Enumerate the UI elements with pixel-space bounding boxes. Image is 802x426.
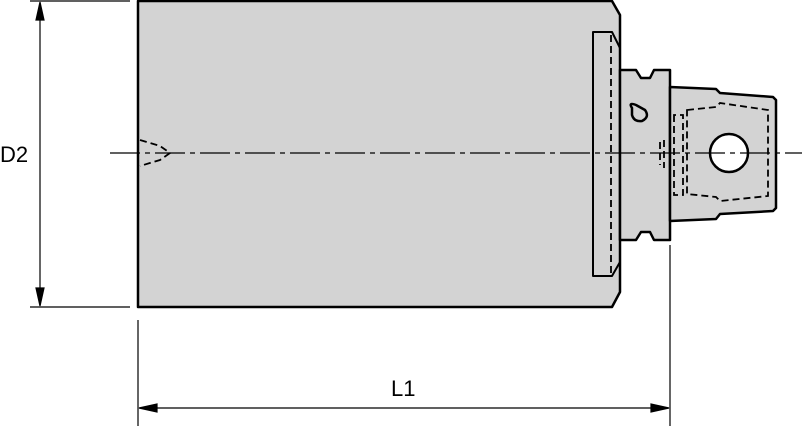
l1-arrow-left bbox=[138, 403, 158, 413]
l1-label: L1 bbox=[391, 376, 415, 401]
hidden-shank-bore bbox=[686, 102, 769, 202]
l1-arrow-right bbox=[650, 403, 670, 413]
d2-arrow-top bbox=[35, 1, 45, 21]
main-body bbox=[136, 0, 622, 309]
flange bbox=[592, 31, 621, 277]
drive-key bbox=[629, 102, 649, 123]
d2-label: D2 bbox=[0, 142, 28, 167]
d2-arrow-bottom bbox=[35, 287, 45, 307]
hidden-inner-bore bbox=[673, 114, 684, 196]
collar bbox=[618, 68, 672, 242]
